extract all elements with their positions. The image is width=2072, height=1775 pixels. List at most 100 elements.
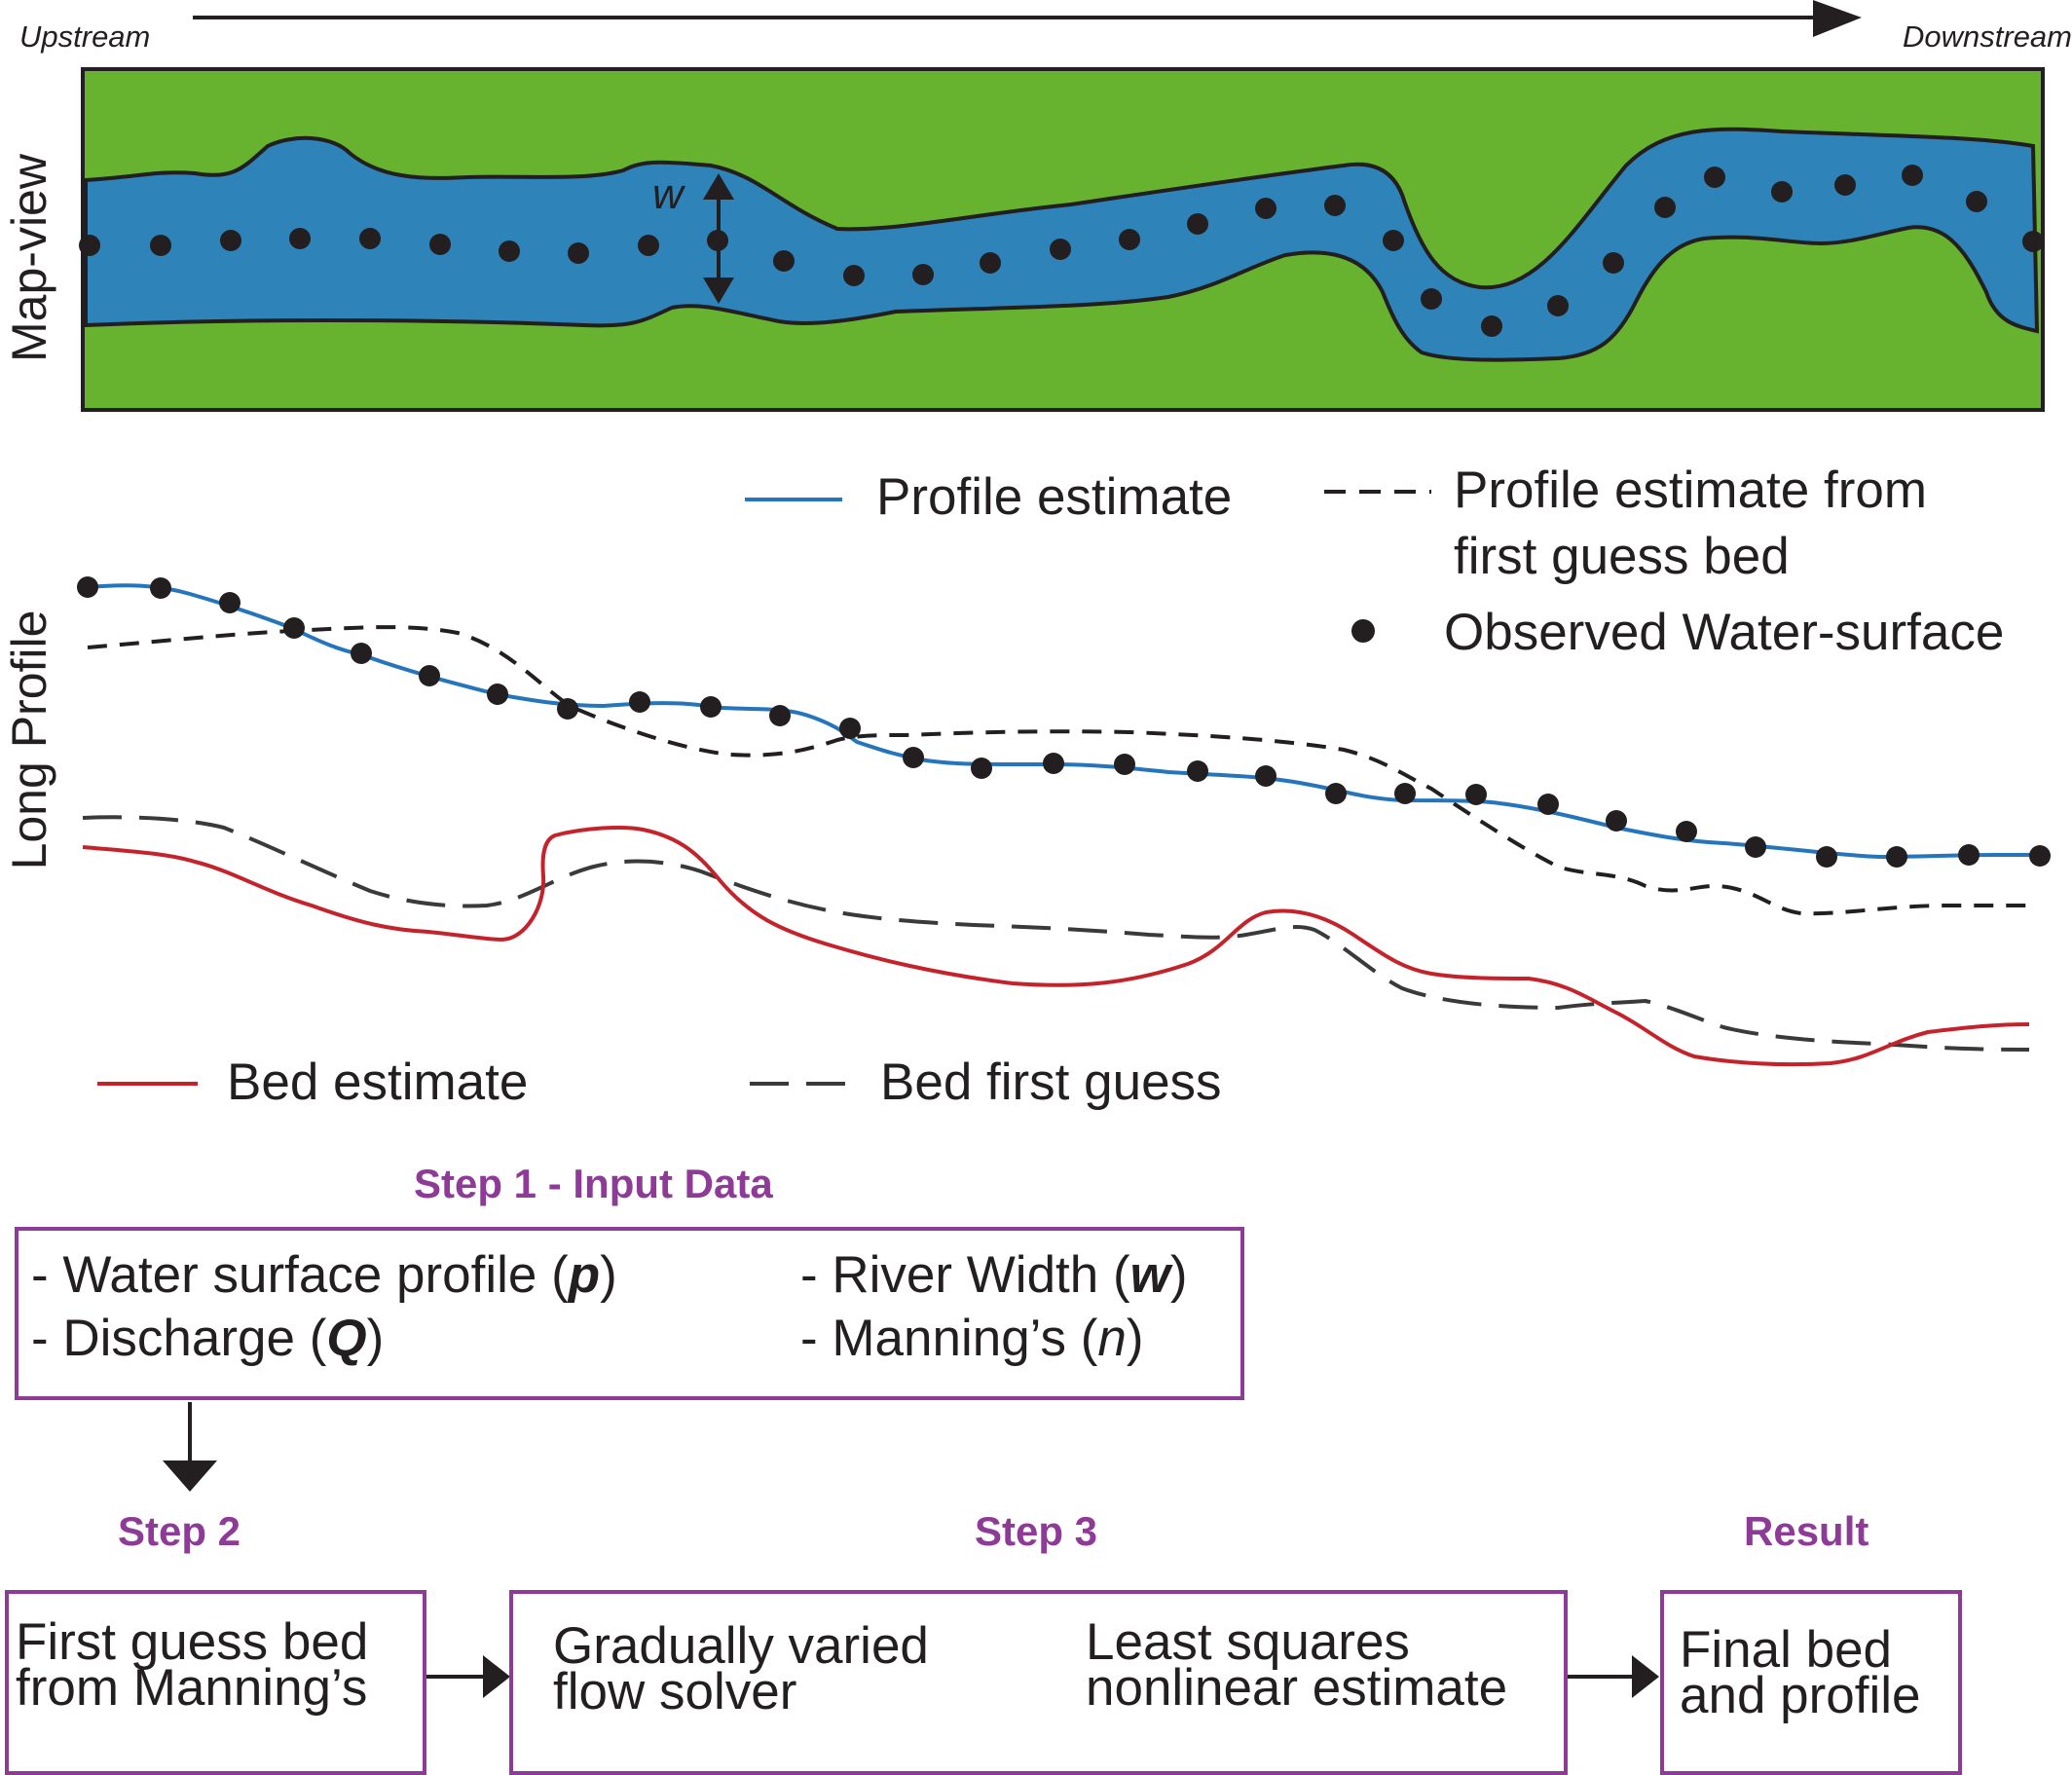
width-close: ) (1169, 1246, 1188, 1304)
step3-box (509, 1590, 1568, 1775)
observation-dot (903, 747, 924, 768)
legend-observed-swatch (1351, 619, 1375, 643)
observation-dot (1654, 197, 1676, 218)
observation-dot (638, 235, 659, 256)
observation-dot (2022, 231, 2044, 252)
legend-observed: Observed Water-surface (1444, 604, 2005, 661)
step1-box (15, 1227, 1244, 1400)
observation-dot (1537, 794, 1559, 815)
observation-dot (843, 265, 865, 286)
step1-manning: - Manning’s (n) (800, 1313, 1144, 1364)
observation-dot (1481, 315, 1502, 337)
observation-dot (1324, 195, 1346, 216)
observation-dot (1043, 753, 1064, 774)
manning-prefix: - Manning’s ( (800, 1310, 1098, 1367)
discharge-var: Q (326, 1310, 367, 1367)
step2-line1: First guess bed (16, 1613, 369, 1671)
discharge-prefix: - Discharge ( (31, 1310, 327, 1367)
observation-dot (1771, 181, 1793, 203)
observation-dot (1704, 166, 1725, 188)
legend-bed-first-guess: Bed first guess (880, 1054, 1222, 1111)
legend-profile-estimate: Profile estimate (876, 468, 1233, 526)
observation-dot (419, 665, 440, 686)
step1-discharge: - Discharge (Q) (31, 1313, 384, 1364)
manning-close: ) (1126, 1310, 1144, 1367)
long-profile-label: Long Profile (2, 610, 56, 870)
observation-dot (1816, 846, 1837, 868)
water-surface-var: p (568, 1246, 601, 1304)
arrow-right-icon-step2 (426, 1655, 510, 1698)
profile-first-guess-line (87, 625, 2035, 916)
result-line1: Final bed (1680, 1621, 1893, 1679)
width-symbol: w (652, 170, 684, 218)
observation-dot (1886, 846, 1907, 868)
bed-estimate-line (82, 826, 2030, 1067)
observation-dot (1255, 198, 1276, 219)
observation-dot (773, 250, 795, 272)
observation-dot (219, 592, 240, 613)
observation-dot (499, 240, 520, 262)
step1-title: Step 1 - Input Data (414, 1161, 773, 1206)
step3-estimate-line1: Least squares (1086, 1613, 1410, 1671)
observation-dot (283, 617, 305, 639)
observation-dot (1187, 760, 1208, 782)
observation-dot (351, 643, 372, 664)
observation-dot (1465, 784, 1487, 805)
map-observation-dots (79, 165, 2044, 337)
observation-dot (1676, 821, 1697, 842)
observation-dot (289, 228, 311, 249)
result-line2: and profile (1680, 1667, 1921, 1724)
observation-dot (1119, 229, 1140, 250)
observation-dot (1745, 836, 1766, 858)
step3-title: Step 3 (975, 1508, 1098, 1554)
profile-estimate-line (87, 583, 2039, 860)
profile-observation-dots (77, 576, 2051, 868)
observation-dot (1606, 810, 1627, 832)
manning-var: n (1097, 1310, 1127, 1367)
discharge-close: ) (366, 1310, 385, 1367)
step3-solver-line2: flow solver (553, 1663, 797, 1720)
water-surface-close: ) (600, 1246, 617, 1304)
observation-dot (629, 691, 650, 713)
observation-dot (1421, 288, 1442, 310)
observation-dot (700, 696, 722, 718)
step3-estimate-line2: nonlinear estimate (1086, 1659, 1508, 1717)
observation-dot (220, 230, 241, 251)
observation-dot (2029, 845, 2051, 867)
step2-box (5, 1590, 426, 1775)
observation-dot (1383, 230, 1404, 251)
observation-dot (429, 234, 451, 255)
bed-first-guess-line (82, 815, 2030, 1052)
observation-dot (1187, 213, 1208, 235)
observation-dot (77, 576, 98, 598)
observation-dot (1394, 783, 1416, 804)
double-arrow-vertical-icon (703, 173, 734, 304)
observation-dot (1958, 844, 1980, 866)
observation-dot (912, 264, 934, 285)
step1-river-width: - River Width (w) (800, 1249, 1188, 1301)
step2-title: Step 2 (118, 1508, 241, 1554)
observation-dot (980, 252, 1001, 274)
observation-dot (1325, 783, 1347, 804)
observation-dot (1834, 174, 1856, 196)
water-surface-prefix: - Water surface profile ( (31, 1246, 569, 1304)
observation-dot (769, 705, 791, 726)
observation-dot (839, 718, 861, 739)
arrow-right-icon-step3 (1568, 1655, 1659, 1698)
observation-dot (79, 235, 100, 256)
width-var: w (1129, 1246, 1170, 1304)
observation-dot (1966, 191, 1987, 212)
legend-profile-first-guess-line1: Profile estimate from (1454, 462, 1927, 519)
step2-line2: from Manning’s (16, 1659, 368, 1717)
upstream-label: Upstream (19, 19, 151, 54)
observation-dot (1902, 165, 1923, 186)
result-box (1660, 1590, 1962, 1775)
observation-dot (359, 228, 381, 249)
map-view-label: Map-view (2, 154, 56, 362)
step3-solver-line1: Gradually varied (553, 1617, 929, 1675)
observation-dot (1547, 295, 1569, 316)
observation-dot (1603, 252, 1624, 274)
observation-dot (971, 758, 992, 779)
observation-dot (557, 698, 578, 720)
